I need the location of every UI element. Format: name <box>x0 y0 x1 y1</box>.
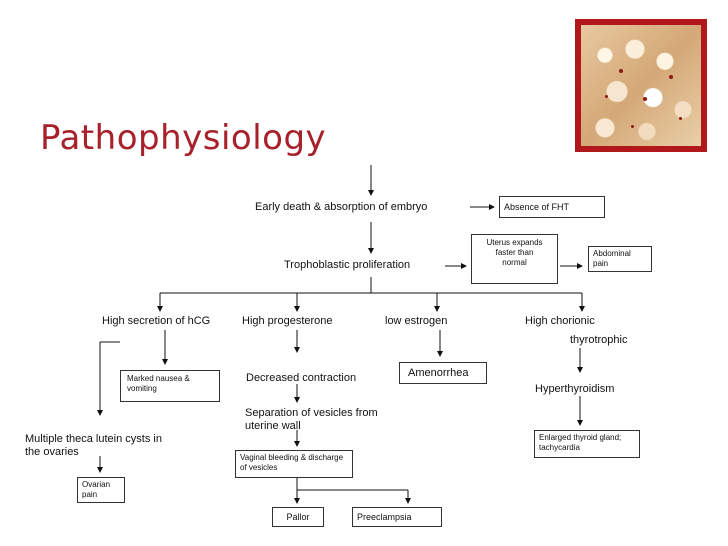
node-low-estrogen: low estrogen <box>385 315 448 327</box>
node-uterus-expands: Uterus expands faster than normal <box>471 234 558 284</box>
node-marked-nausea: Marked nausea & vomiting <box>120 370 220 402</box>
node-amenorrhea: Amenorrhea <box>399 362 487 384</box>
specimen-photo-frame <box>575 19 707 152</box>
page-title: Pathophysiology <box>40 118 327 158</box>
node-thyrotrophic: thyrotrophic <box>570 334 628 346</box>
node-trophoblastic: Trophoblastic proliferation <box>284 259 411 271</box>
node-preeclampsia: Preeclampsia <box>352 507 442 527</box>
node-high-chorionic: High chorionic <box>525 315 595 327</box>
node-decreased-contraction: Decreased contraction <box>246 372 357 384</box>
node-high-progesterone: High progesterone <box>242 315 333 327</box>
node-high-hcg: High secretion of hCG <box>102 315 211 327</box>
node-enlarged-thyroid: Enlarged thyroid gland; tachycardia <box>534 430 640 458</box>
node-separation: Separation of vesicles from uterine wall <box>245 407 378 432</box>
node-absence-fht: Absence of FHT <box>499 196 605 218</box>
node-abdominal-pain: Abdominal pain <box>588 246 652 272</box>
molar-pregnancy-photo <box>581 25 701 146</box>
node-pallor: Pallor <box>272 507 324 527</box>
node-early-death: Early death & absorption of embryo <box>255 201 428 213</box>
node-theca-lutein: Multiple theca lutein cysts in the ovari… <box>25 433 162 458</box>
node-hyperthyroidism: Hyperthyroidism <box>535 383 615 395</box>
node-vaginal-bleeding: Vaginal bleeding & discharge of vesicles <box>235 450 353 478</box>
node-ovarian-pain: Ovarian pain <box>77 477 125 503</box>
